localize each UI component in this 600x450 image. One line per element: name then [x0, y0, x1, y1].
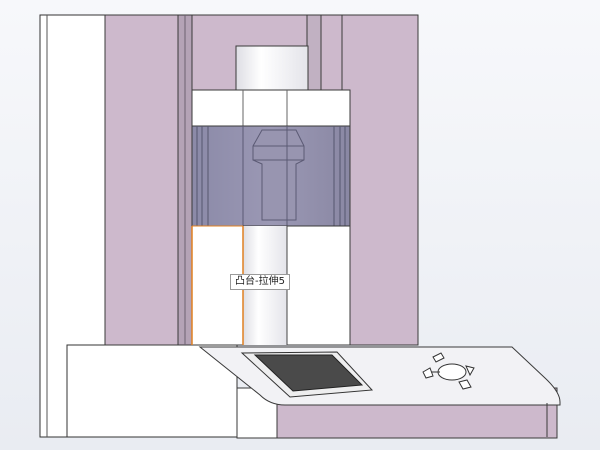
top-boss[interactable] [235, 45, 309, 91]
display-screen[interactable] [240, 351, 374, 398]
triad-orientation-icon [422, 352, 475, 390]
collar[interactable] [191, 89, 351, 127]
transparent-body[interactable] [191, 125, 351, 227]
feature-tooltip: 凸台-拉伸5 [230, 274, 290, 290]
left-frame[interactable] [39, 14, 238, 438]
